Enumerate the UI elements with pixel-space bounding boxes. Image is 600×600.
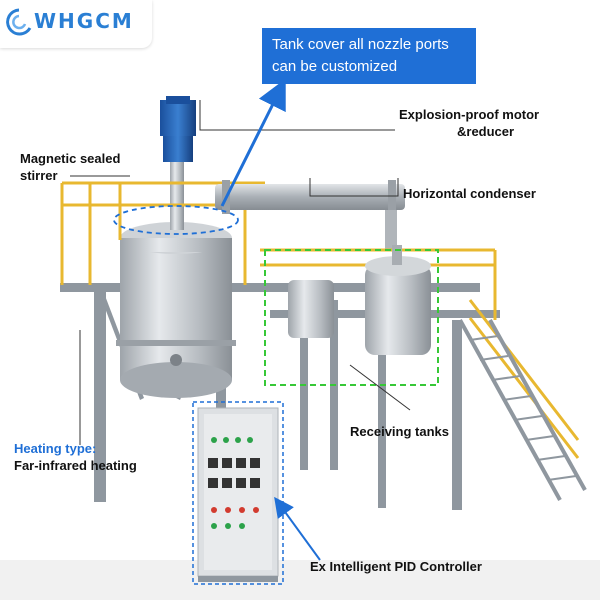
brand-name: WHGCM	[34, 9, 134, 33]
swirl-logo-icon	[6, 8, 32, 36]
banner-line-2: can be customized	[272, 58, 398, 75]
callout-lines	[70, 100, 411, 445]
nozzle-ports-callout-ellipse	[113, 205, 239, 235]
explosion-proof-motor	[160, 96, 196, 230]
receiving-tanks	[288, 245, 431, 355]
heating-label: Heating type: Far-infrared heating	[14, 440, 137, 474]
controller-arrow	[274, 496, 321, 561]
heating-title: Heating type:	[14, 441, 97, 456]
stirrer-label-line-2: stirrer	[20, 168, 58, 183]
customization-banner: Tank cover all nozzle ports can be custo…	[262, 28, 476, 84]
controller-callout-box	[192, 401, 284, 585]
stirrer-label: Magnetic sealed stirrer	[20, 150, 120, 184]
nozzle-arrow	[220, 78, 286, 207]
pid-controller-cabinet	[197, 407, 279, 582]
motor-label: Explosion-proof motor &reducer	[399, 106, 539, 140]
receiving-tanks-callout-box	[264, 249, 439, 386]
stirrer-label-line-1: Magnetic sealed	[20, 151, 121, 166]
floor	[0, 560, 600, 600]
heating-value: Far-infrared heating	[14, 458, 137, 473]
motor-label-line-1: Explosion-proof motor	[399, 107, 540, 122]
staircase	[458, 319, 587, 501]
controller-label: Ex Intelligent PID Controller	[310, 559, 482, 574]
condenser-label: Horizontal condenser	[403, 186, 536, 201]
motor-label-line-2: &reducer	[457, 124, 515, 139]
reactor-vessel	[116, 222, 236, 398]
receiving-label: Receiving tanks	[350, 424, 449, 439]
brand-logo: WHGCM	[0, 0, 152, 48]
banner-line-1: Tank cover all nozzle ports	[272, 36, 449, 53]
